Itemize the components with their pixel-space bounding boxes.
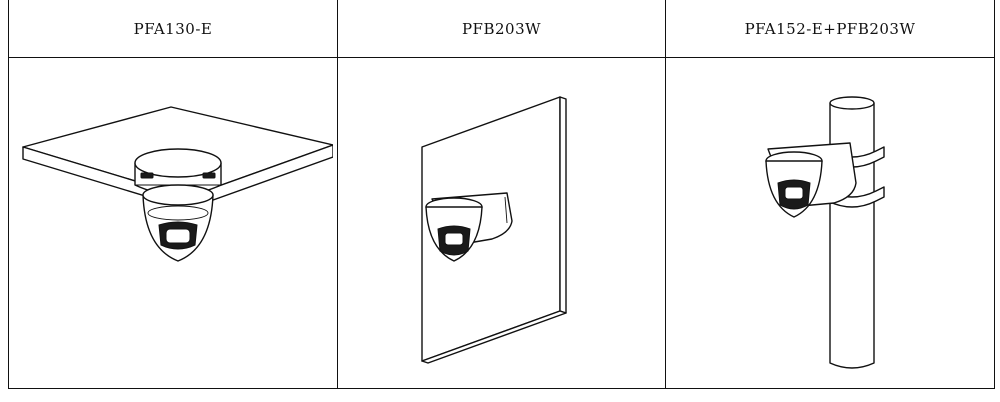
header-row: PFA130-E PFB203W PFA152-E+PFB203W bbox=[8, 0, 995, 58]
wall-mount-illustration bbox=[420, 96, 567, 364]
cell-ceiling-mount bbox=[8, 57, 338, 389]
cell-wall-mount bbox=[337, 57, 666, 389]
column-header-pole: PFA152-E+PFB203W bbox=[665, 0, 995, 58]
column-header-wall: PFB203W bbox=[337, 0, 666, 58]
column-header-ceiling: PFA130-E bbox=[8, 0, 338, 58]
pole bbox=[829, 102, 875, 369]
ceiling-mount-illustration bbox=[22, 106, 333, 262]
cell-pole-mount bbox=[665, 57, 995, 389]
illustration-row bbox=[8, 57, 995, 389]
mounting-options-table: PFA130-E PFB203W PFA152-E+PFB203W bbox=[8, 0, 995, 389]
pole-mount-illustration bbox=[765, 96, 885, 369]
